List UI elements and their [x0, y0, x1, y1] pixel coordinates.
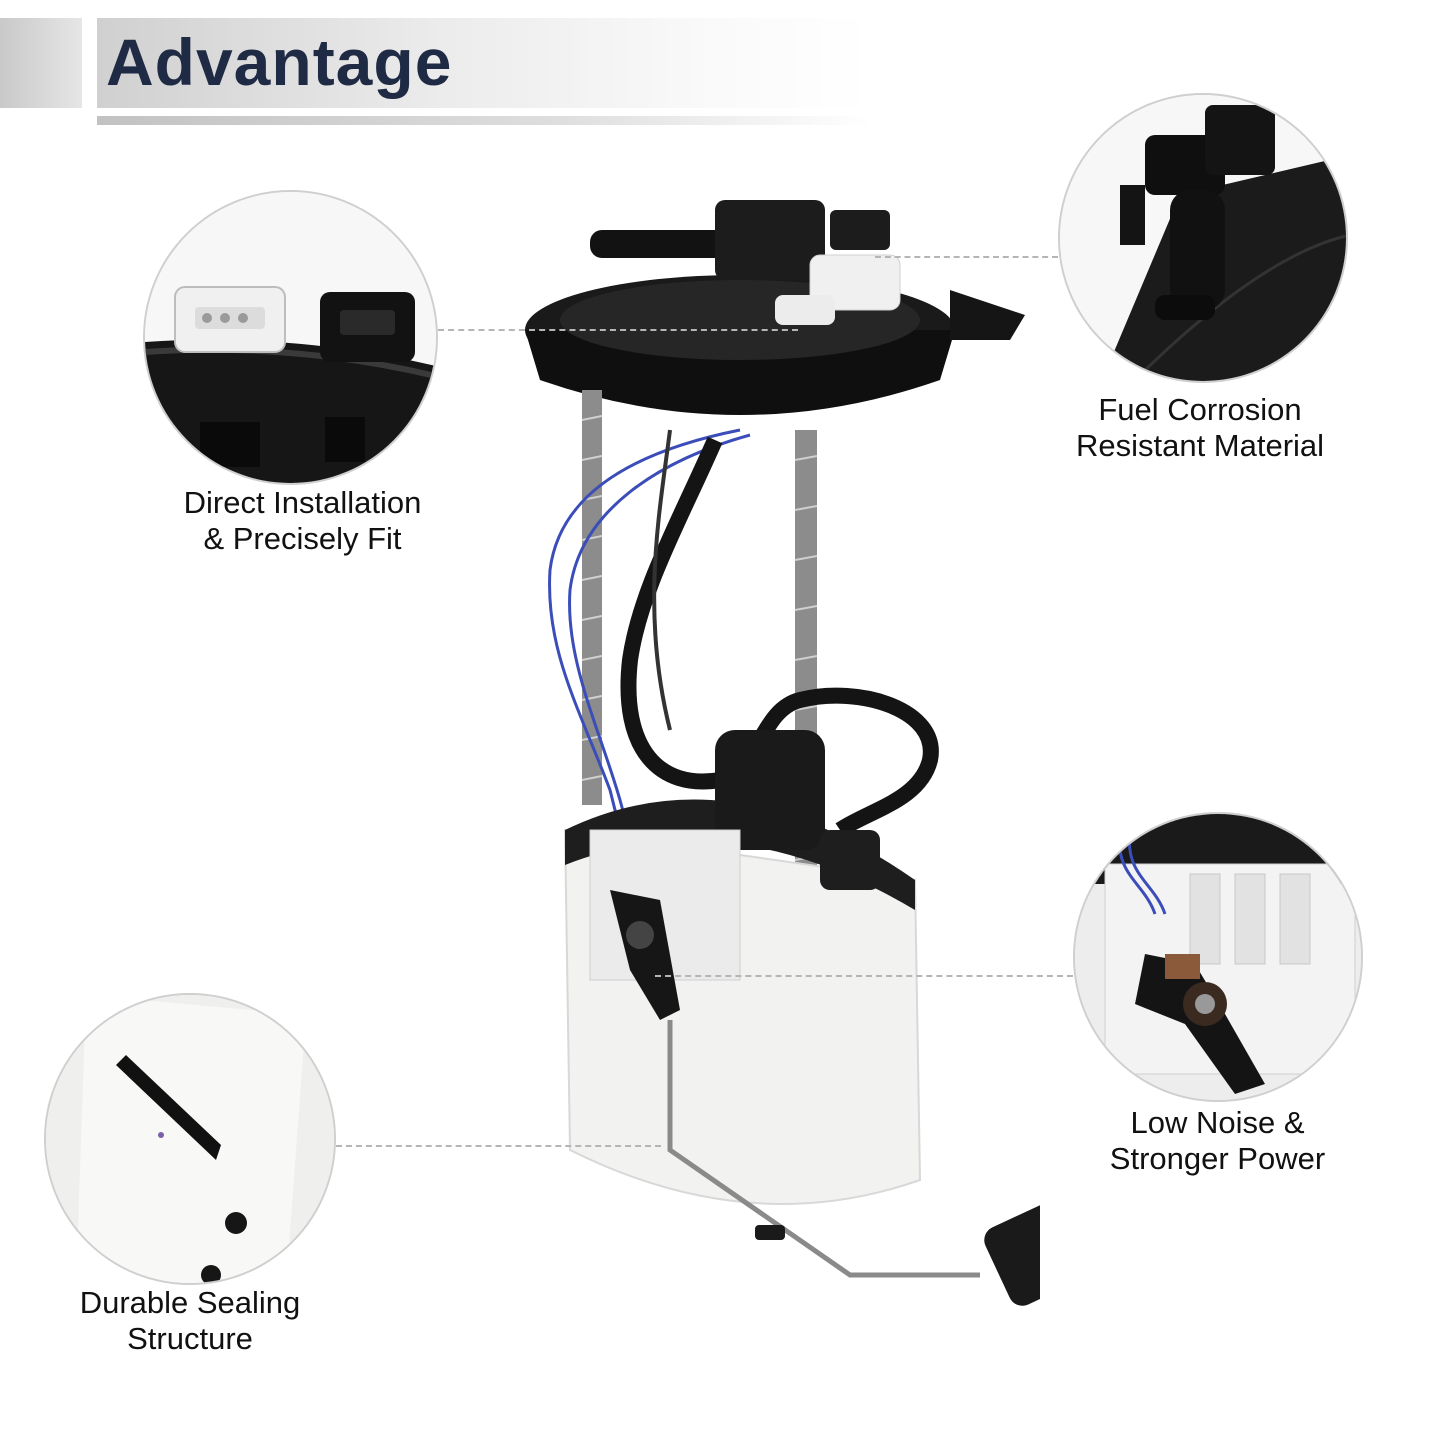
- feature-label-line-1: Low Noise &: [1130, 1105, 1305, 1140]
- header-underline: [97, 116, 872, 125]
- header-band: [97, 18, 872, 108]
- page-title: Advantage: [106, 25, 453, 99]
- feature-label-line-2: & Precisely Fit: [203, 521, 402, 556]
- feature-label-line-2: Resistant Material: [1075, 428, 1325, 463]
- feature-label-line-2: Structure: [127, 1321, 253, 1356]
- flange-detail-image: [1060, 95, 1346, 381]
- feature-label-installation: Direct Installation & Precisely Fit: [140, 485, 465, 557]
- header-accent-block: [0, 18, 82, 108]
- feature-label-noise: Low Noise & Stronger Power: [1060, 1105, 1375, 1177]
- feature-label-line-1: Direct Installation: [183, 485, 422, 520]
- feature-label-sealing: Durable Sealing Structure: [35, 1285, 345, 1357]
- leader-line-installation: [438, 329, 798, 331]
- detail-circle-flange: [1058, 93, 1348, 383]
- detail-circle-connectors: [143, 190, 438, 485]
- fuel-pump-module-image: [525, 200, 1040, 1306]
- feature-label-material: Fuel Corrosion Resistant Material: [1040, 392, 1360, 464]
- sender-detail-image: [1075, 814, 1361, 1100]
- leader-line-material: [875, 256, 1058, 258]
- detail-circle-housing: [44, 993, 336, 1285]
- detail-circle-sender: [1073, 812, 1363, 1102]
- connectors-detail-image: [145, 192, 436, 483]
- feature-label-line-2: Stronger Power: [1109, 1141, 1326, 1176]
- leader-line-sealing: [336, 1145, 661, 1147]
- feature-label-line-1: Durable Sealing: [79, 1285, 301, 1320]
- housing-detail-image: [46, 995, 334, 1283]
- leader-line-noise: [655, 975, 1073, 977]
- feature-label-line-1: Fuel Corrosion: [1098, 392, 1302, 427]
